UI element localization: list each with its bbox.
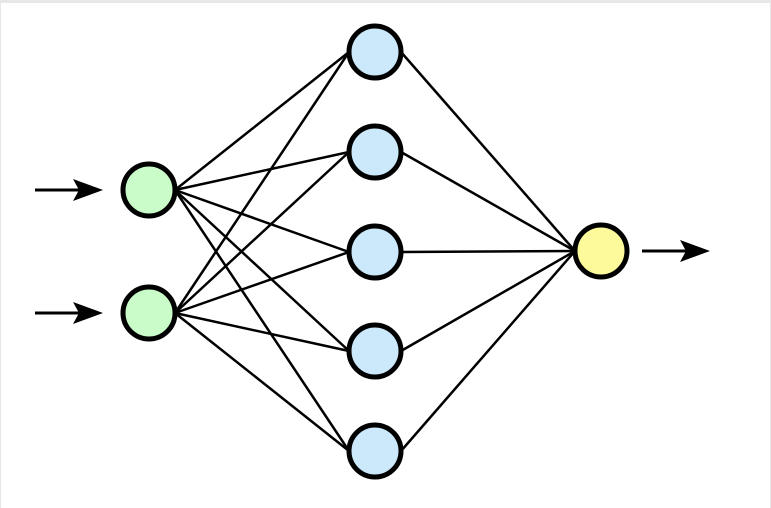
edge-hidden5-output1	[400, 250, 576, 452]
edge-input2-hidden4	[174, 311, 350, 353]
window-top-edge	[0, 0, 771, 3]
edge-input2-hidden1	[173, 51, 351, 314]
input-arrow-1-head	[73, 179, 103, 201]
hidden-node-2	[346, 123, 404, 181]
edge-input1-hidden2	[174, 150, 350, 192]
input-node-1	[120, 161, 178, 219]
hidden-node-1	[346, 23, 404, 81]
output-arrow-1-head	[680, 240, 710, 262]
hidden-node-4	[346, 322, 404, 380]
edge-input2-hidden5	[174, 312, 350, 452]
edge-hidden1-output1	[400, 51, 576, 252]
input-node-2	[120, 284, 178, 342]
hidden-node-5	[346, 422, 404, 480]
edge-hidden4-output1	[400, 249, 576, 353]
edge-input1-hidden3	[174, 188, 350, 254]
edge-input1-hidden4	[174, 189, 350, 352]
output-node-1	[572, 222, 630, 280]
edge-input2-hidden3	[174, 250, 350, 315]
hidden-node-3	[346, 223, 404, 281]
edge-input1-hidden1	[174, 51, 350, 191]
window-left-edge	[0, 0, 1, 508]
input-arrow-2-head	[73, 302, 103, 324]
edge-input2-hidden2	[174, 151, 350, 314]
edge-hidden2-output1	[400, 150, 576, 253]
edge-input1-hidden5	[173, 189, 351, 452]
edge-hidden3-output1	[400, 249, 576, 254]
